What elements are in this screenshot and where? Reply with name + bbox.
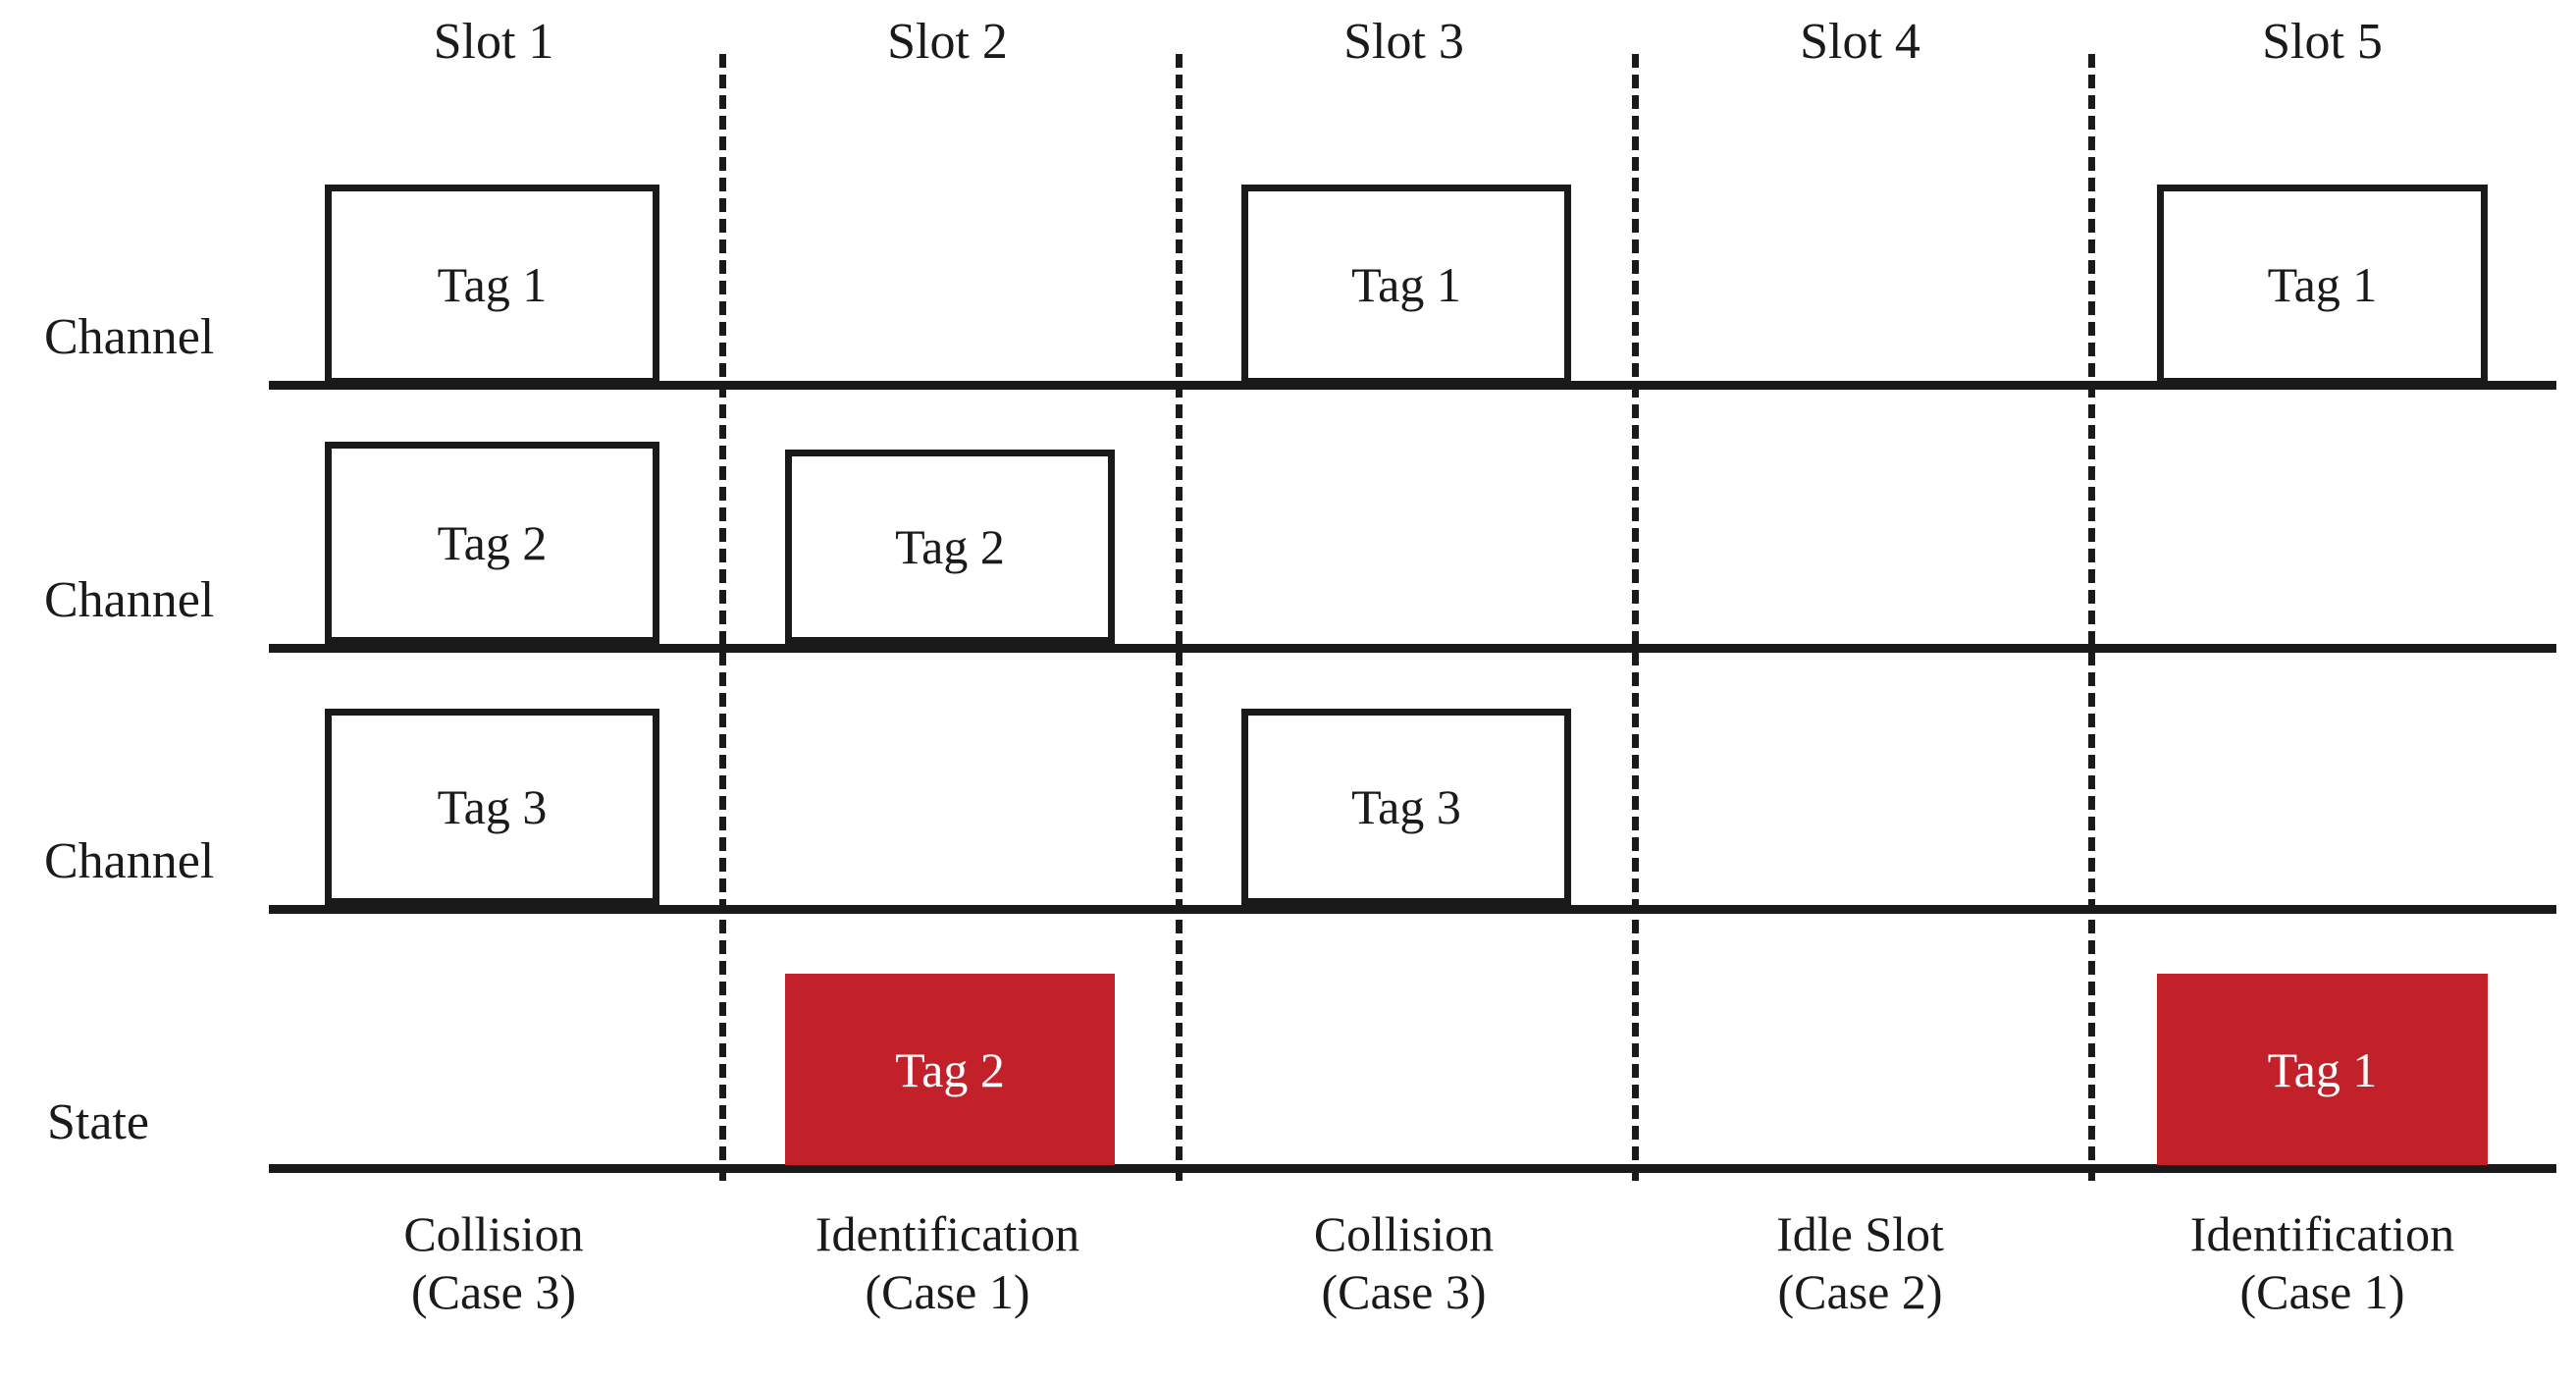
- row-label-channel-2: Channel: [44, 572, 215, 628]
- slot-caption-1: Collision (Case 3): [268, 1205, 719, 1321]
- slot-divider-4: [2088, 54, 2095, 1181]
- slot-caption-main: Identification: [2189, 1206, 2455, 1261]
- slot-header-2: Slot 2: [887, 14, 1008, 70]
- slot-caption-main: Collision: [1313, 1206, 1495, 1261]
- slot-header-3: Slot 3: [1343, 14, 1464, 70]
- slot-caption-sub: (Case 1): [2239, 1264, 2405, 1319]
- slot-caption-main: Identification: [815, 1206, 1080, 1261]
- slot-divider-1: [719, 54, 726, 1181]
- row-label-channel-3: Channel: [44, 833, 215, 889]
- pulse-channel1-slot3: Tag 1: [1241, 185, 1571, 385]
- slot-caption-sub: (Case 1): [865, 1264, 1030, 1319]
- slot-header-1: Slot 1: [433, 14, 554, 70]
- pulse-label: Tag 1: [2267, 1041, 2378, 1097]
- slot-caption-main: Collision: [403, 1206, 584, 1261]
- pulse-label: Tag 3: [437, 779, 548, 834]
- pulse-label: Tag 2: [895, 519, 1005, 574]
- baseline-channel-2: [269, 644, 2556, 653]
- pulse-label: Tag 2: [895, 1041, 1005, 1097]
- pulse-label: Tag 3: [1351, 779, 1461, 834]
- slot-divider-2: [1176, 54, 1183, 1181]
- pulse-channel3-slot3: Tag 3: [1241, 709, 1571, 905]
- pulse-channel1-slot1: Tag 1: [325, 185, 659, 385]
- pulse-channel2-slot2: Tag 2: [785, 450, 1115, 644]
- row-label-state: State: [47, 1094, 149, 1150]
- pulse-channel3-slot1: Tag 3: [325, 709, 659, 905]
- pulse-label: Tag 2: [437, 515, 548, 570]
- pulse-state-slot5: Tag 1: [2157, 974, 2488, 1165]
- slot-caption-4: Idle Slot (Case 2): [1632, 1205, 2088, 1321]
- pulse-state-slot2: Tag 2: [785, 974, 1115, 1165]
- baseline-channel-3: [269, 905, 2556, 914]
- pulse-label: Tag 1: [1351, 257, 1461, 312]
- pulse-label: Tag 1: [437, 257, 548, 312]
- slot-caption-sub: (Case 3): [1321, 1264, 1487, 1319]
- slot-caption-2: Identification (Case 1): [719, 1205, 1176, 1321]
- pulse-channel1-slot5: Tag 1: [2157, 185, 2488, 385]
- slot-caption-5: Identification (Case 1): [2088, 1205, 2556, 1321]
- row-label-channel-1: Channel: [44, 309, 215, 365]
- pulse-label: Tag 1: [2267, 257, 2378, 312]
- slot-header-4: Slot 4: [1800, 14, 1920, 70]
- slot-header-5: Slot 5: [2262, 14, 2383, 70]
- pulse-channel2-slot1: Tag 2: [325, 442, 659, 644]
- slot-caption-main: Idle Slot: [1776, 1206, 1944, 1261]
- baseline-state: [269, 1164, 2556, 1173]
- slot-caption-3: Collision (Case 3): [1176, 1205, 1632, 1321]
- slot-caption-sub: (Case 3): [411, 1264, 576, 1319]
- baseline-channel-1: [269, 381, 2556, 390]
- slot-divider-3: [1632, 54, 1639, 1181]
- slot-caption-sub: (Case 2): [1777, 1264, 1943, 1319]
